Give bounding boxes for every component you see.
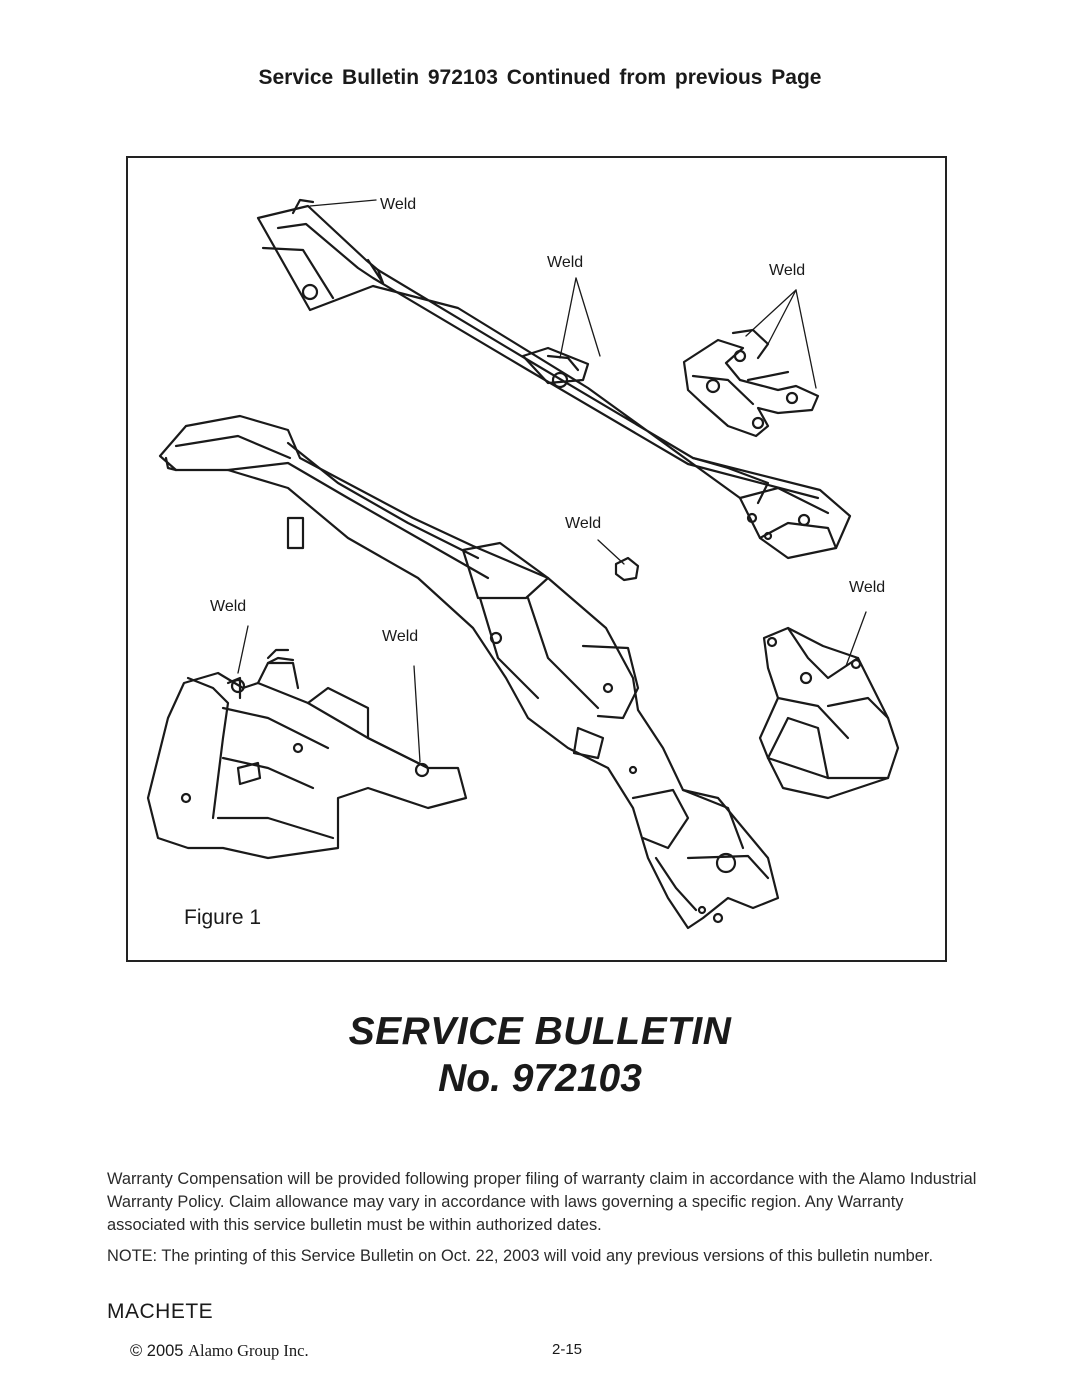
mounting-frame-drawing [146,648,468,860]
weld-leader-lines [237,199,867,763]
product-name: MACHETE [107,1300,214,1323]
copyright-line: © 2005 Alamo Group Inc. [130,1341,309,1361]
boom-assembly-drawing [146,198,900,930]
bulletin-title: SERVICE BULLETIN [348,1010,732,1053]
warranty-paragraph: Warranty Compensation will be provided f… [107,1170,977,1234]
upper-boom-drawing [256,198,852,560]
figure-frame: Weld Weld Weld Weld Weld Weld Weld Figur… [126,156,947,962]
page-number: 2-15 [552,1341,583,1358]
post-bracket-drawing [758,626,900,800]
copyright-owner: Alamo Group Inc. [188,1341,309,1360]
weld-label: Weld [382,628,419,645]
weld-label: Weld [210,598,247,615]
weld-pad-drawing [614,556,640,582]
copyright-symbol: © [130,1342,143,1360]
weld-label: Weld [565,515,602,532]
weld-label: Weld [769,262,806,279]
weld-label: Weld [547,254,584,271]
bulletin-number: No. 972103 [438,1057,642,1100]
weld-label: Weld [849,579,886,596]
page-header: Service Bulletin 972103 Continued from p… [258,66,822,89]
weld-label: Weld [380,196,417,213]
figure-caption: Figure 1 [184,906,262,929]
lower-boom-drawing [158,414,780,930]
note-paragraph: NOTE: The printing of this Service Bulle… [107,1247,934,1265]
link-bracket-drawing [682,328,820,438]
copyright-year: 2005 [146,1342,184,1360]
